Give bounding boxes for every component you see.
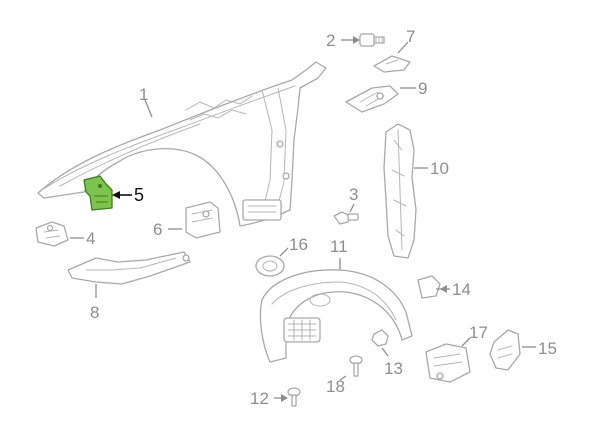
callout-17: 17: [469, 323, 488, 342]
bracket-part-4[interactable]: [35, 221, 69, 247]
highlighted-bracket: [83, 175, 113, 211]
callout-12: 12: [250, 389, 269, 408]
callout-15: 15: [538, 339, 557, 358]
fender-part[interactable]: [37, 61, 327, 227]
liner-part-11[interactable]: [259, 269, 413, 363]
callout-8: 8: [90, 303, 99, 322]
bracket-part-9[interactable]: [345, 85, 399, 113]
bracket-part-17[interactable]: [425, 343, 471, 383]
callout-6: 6: [153, 220, 162, 239]
bolt-part-2[interactable]: [359, 33, 385, 47]
callout-7: 7: [406, 27, 415, 46]
pin-part-3[interactable]: [333, 211, 359, 225]
callout-9: 9: [418, 79, 427, 98]
seal-part-10[interactable]: [383, 123, 417, 259]
bracket-part-5-highlighted[interactable]: [83, 175, 113, 211]
bracket-part-15[interactable]: [489, 329, 521, 371]
plate-part-6[interactable]: [185, 201, 221, 239]
callout-11: 11: [330, 237, 348, 256]
bolt-part-18[interactable]: [349, 355, 363, 377]
clip-part-14[interactable]: [417, 275, 441, 299]
nut-part-13[interactable]: [371, 329, 389, 347]
callout-10: 10: [430, 159, 449, 178]
callout-16: 16: [289, 235, 308, 254]
callout-14: 14: [452, 280, 471, 299]
support-part-8[interactable]: [67, 251, 191, 285]
bolt-part-12[interactable]: [287, 387, 301, 407]
callout-3: 3: [349, 185, 358, 204]
callout-4: 4: [86, 229, 95, 248]
callout-13: 13: [384, 359, 403, 378]
callout-5: 5: [134, 185, 144, 205]
grommet-part-16[interactable]: [255, 255, 285, 277]
callout-2: 2: [326, 31, 335, 50]
callout-18: 18: [326, 377, 345, 396]
callout-1: 1: [139, 85, 148, 104]
clip-part-7[interactable]: [373, 55, 411, 73]
